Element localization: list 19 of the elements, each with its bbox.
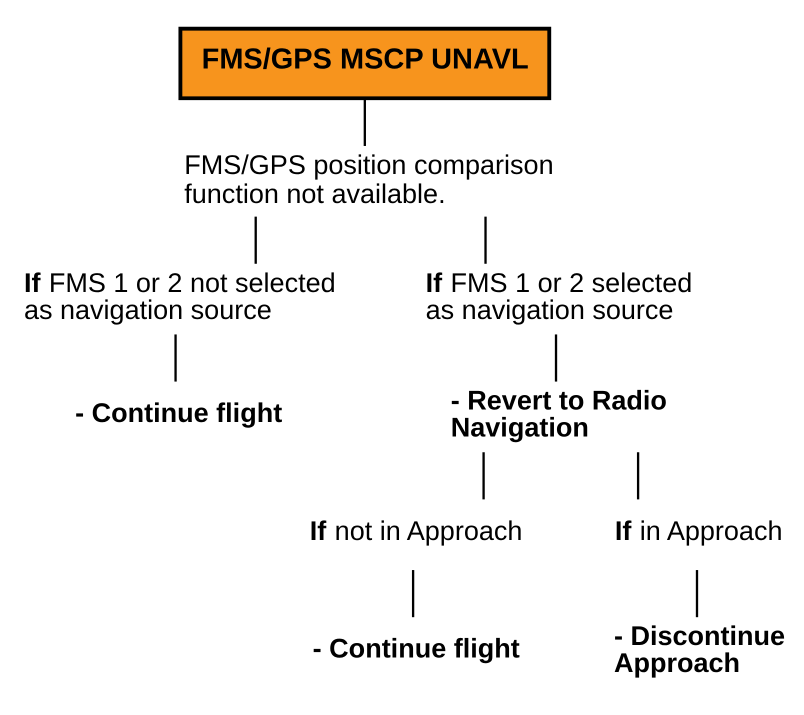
node-text: - Continue flight <box>75 398 282 428</box>
node-text: If FMS 1 or 2 not selected as navigation source <box>24 267 336 324</box>
connector <box>696 570 698 617</box>
node-text: - Discontinue Approach <box>614 620 786 678</box>
node-text: - Continue flight <box>312 633 520 664</box>
connector <box>484 216 487 264</box>
node-box: FMS/GPS MSCP UNAVL <box>178 26 552 100</box>
node-text: If in Approach <box>614 515 783 546</box>
connector <box>412 570 414 617</box>
connector <box>482 452 485 499</box>
node-text: - Revert to Radio Navigation <box>450 385 667 442</box>
node-text: If FMS 1 or 2 selected as navigation source <box>426 267 692 324</box>
connector <box>554 334 558 382</box>
connector <box>364 98 366 146</box>
node-text: FMS/GPS position comparison function not available. <box>184 149 554 208</box>
connector <box>174 334 177 382</box>
node-text: If not in Approach <box>310 515 522 546</box>
connector <box>254 216 257 264</box>
connector <box>636 452 640 499</box>
